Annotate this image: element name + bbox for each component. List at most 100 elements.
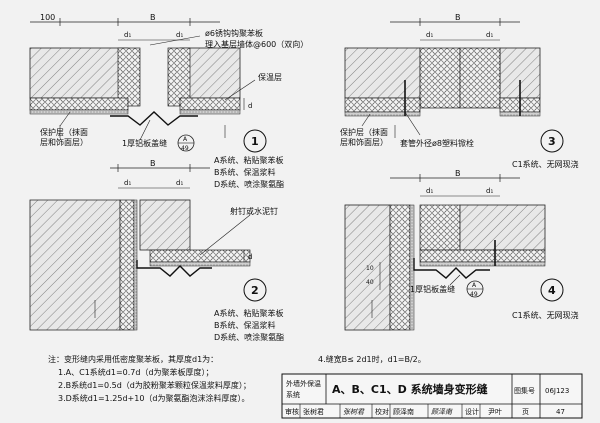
protect-label-2: 层和饰面层） bbox=[340, 137, 388, 147]
dim-b: B bbox=[455, 169, 461, 178]
insulation-left bbox=[29, 97, 129, 111]
joint-foam-right bbox=[459, 47, 501, 109]
protect-right bbox=[179, 109, 241, 115]
dim-b: B bbox=[150, 13, 156, 22]
system-note: C1系统、无网现浇 bbox=[512, 159, 579, 169]
base-wall-left bbox=[29, 47, 129, 99]
detail-2-num-text: 2 bbox=[251, 284, 259, 297]
base-wall-return bbox=[459, 204, 546, 251]
tb-review-label: 审核 bbox=[285, 407, 299, 416]
joint-foam-left bbox=[419, 47, 461, 109]
nail-label: 射钉或水泥钉 bbox=[230, 206, 278, 216]
detail-3: B d₁ d₁ 保护层（抹面 层和饰面层） 套管外径ø8塑料锨栓 3 C1系统、… bbox=[340, 13, 579, 169]
insulation-right bbox=[179, 97, 241, 111]
tb-page-label: 页 bbox=[522, 408, 529, 416]
anchor-label: 套管外径ø8塑料锨栓 bbox=[400, 138, 474, 148]
tb-category-2: 系统 bbox=[286, 390, 300, 399]
insulation-left bbox=[344, 97, 421, 113]
dim-d1-right: d₁ bbox=[486, 187, 493, 195]
tb-check-name: 顾泽南 bbox=[393, 407, 414, 416]
tb-atlas-label: 图集号 bbox=[514, 386, 535, 395]
insulation-vertical bbox=[389, 204, 411, 331]
tb-check-label: 校对 bbox=[375, 407, 389, 416]
note-3: 3.D系统d1=1.25d+10（d为聚氨酯泡沫涂料厚度）。 bbox=[58, 393, 250, 403]
insulation-horizontal bbox=[419, 249, 546, 263]
anchor-note-1: ø6锈钩钩聚苯板 bbox=[205, 28, 263, 38]
aluminum-cover bbox=[110, 111, 198, 126]
dim-10: 10 bbox=[366, 265, 374, 272]
protect-horizontal bbox=[419, 261, 546, 267]
dim-d: d bbox=[248, 102, 252, 110]
detail-2-number bbox=[243, 278, 267, 302]
sys-b: B系统、保温浆料 bbox=[214, 320, 276, 330]
anchor-note-2: 理入基层墙体@600（双向） bbox=[205, 39, 308, 49]
detail-4-number bbox=[540, 278, 564, 302]
joint-foam bbox=[419, 204, 461, 251]
note-4: 4.缝宽B≤ 2d1时，d1=B/2。 bbox=[318, 354, 426, 364]
base-wall-left bbox=[344, 47, 421, 99]
title-block: 外墙外保温 系统 A、B、C1、D 系统墙身变形缝 图集号 06J123 审核 … bbox=[281, 373, 583, 419]
note-2: 2.B系统d1=0.5d（d为胶粉聚苯颗粒保温浆料厚度）； bbox=[58, 380, 251, 390]
ref-num: A bbox=[472, 282, 477, 289]
aluminum-cover bbox=[136, 260, 212, 277]
tb-title: A、B、C1、D 系统墙身变形缝 bbox=[332, 382, 488, 396]
sys-b: B系统、保温浆料 bbox=[214, 167, 276, 177]
insulation-vertical bbox=[119, 199, 135, 331]
tb-page-value: 47 bbox=[556, 408, 565, 416]
protect-left bbox=[29, 109, 129, 115]
tb-design-label: 设计 bbox=[465, 407, 479, 416]
detail-1-num-text: 1 bbox=[251, 135, 259, 148]
base-wall-return bbox=[139, 199, 191, 251]
detail-2: B d₁ d₁ 射钉或水泥钉 d 2 A系统、粘贴聚苯板 B系统、保温浆料 D系… bbox=[29, 159, 284, 342]
dim-b: B bbox=[150, 159, 156, 168]
dim-d1-left: d₁ bbox=[124, 31, 131, 39]
detail-4-num-text: 4 bbox=[548, 284, 556, 297]
dim-d1-right: d₁ bbox=[176, 179, 183, 187]
dim-d1-left: d₁ bbox=[426, 187, 433, 195]
ref-page: 49 bbox=[181, 145, 189, 152]
note-1: 1.A、C1系统d1=0.7d（d为聚苯板厚度）； bbox=[58, 367, 214, 377]
dim-d: d bbox=[248, 253, 252, 261]
ref-num: A bbox=[183, 136, 188, 143]
dim-b: B bbox=[455, 13, 461, 22]
sys-d: D系统、喷涂聚氨酯 bbox=[214, 179, 284, 189]
detail-4: B d₁ d₁ 10 40 1厚铝板盖缝 A 49 4 C1系统、无网现浇 bbox=[344, 169, 579, 331]
tb-atlas-value: 06J123 bbox=[545, 387, 569, 395]
insulation-horizontal bbox=[149, 249, 251, 263]
ref-page: 49 bbox=[470, 291, 478, 298]
base-wall-corner bbox=[29, 199, 121, 331]
aluminum-cover bbox=[413, 258, 490, 279]
sys-a: A系统、粘贴聚苯板 bbox=[214, 308, 283, 318]
joint-foam-left bbox=[117, 47, 141, 107]
detail-1: 100 B d₁ d₁ ø6锈钩钩聚苯板 理入基层墙体@600（双向） 保温层 … bbox=[29, 13, 308, 189]
notes: 注：变形缝内采用低密度聚苯板，其厚度d1为： 1.A、C1系统d1=0.7d（d… bbox=[48, 354, 426, 403]
note-main: 注：变形缝内采用低密度聚苯板，其厚度d1为： bbox=[48, 354, 218, 364]
tb-check-sign: 顾泽南 bbox=[431, 408, 453, 416]
tb-review-sign: 张树君 bbox=[343, 408, 365, 416]
base-wall-corner bbox=[344, 204, 391, 331]
sys-d: D系统、喷涂聚氨酯 bbox=[214, 332, 284, 342]
dim-d1-right: d₁ bbox=[486, 31, 493, 39]
dim-d1-right: d₁ bbox=[176, 31, 183, 39]
detail-3-num-text: 3 bbox=[548, 135, 556, 148]
dim-d1-left: d₁ bbox=[124, 179, 131, 187]
protect-horizontal bbox=[149, 261, 251, 267]
dim-100: 100 bbox=[40, 13, 55, 22]
detail-3-number bbox=[540, 129, 564, 153]
joint-foam-right bbox=[167, 47, 191, 107]
cover-label: 1厚铝板盖缝 bbox=[410, 284, 455, 294]
dim-40: 40 bbox=[366, 279, 374, 286]
cover-label: 1厚铝板盖缝 bbox=[122, 138, 167, 148]
protect-label-1: 保护层（抹面 bbox=[40, 127, 88, 137]
protect-label-1: 保护层（抹面 bbox=[340, 127, 388, 137]
tb-review-name: 张树君 bbox=[303, 407, 324, 416]
system-note: C1系统、无网现浇 bbox=[512, 310, 579, 320]
tb-category-1: 外墙外保温 bbox=[286, 379, 321, 388]
detail-1-number bbox=[243, 129, 267, 153]
protect-left bbox=[344, 111, 421, 117]
protect-label-2: 层和饰面层） bbox=[40, 137, 88, 147]
sys-a: A系统、粘贴聚苯板 bbox=[214, 155, 283, 165]
tb-design-name: 尹叶 bbox=[488, 407, 502, 416]
